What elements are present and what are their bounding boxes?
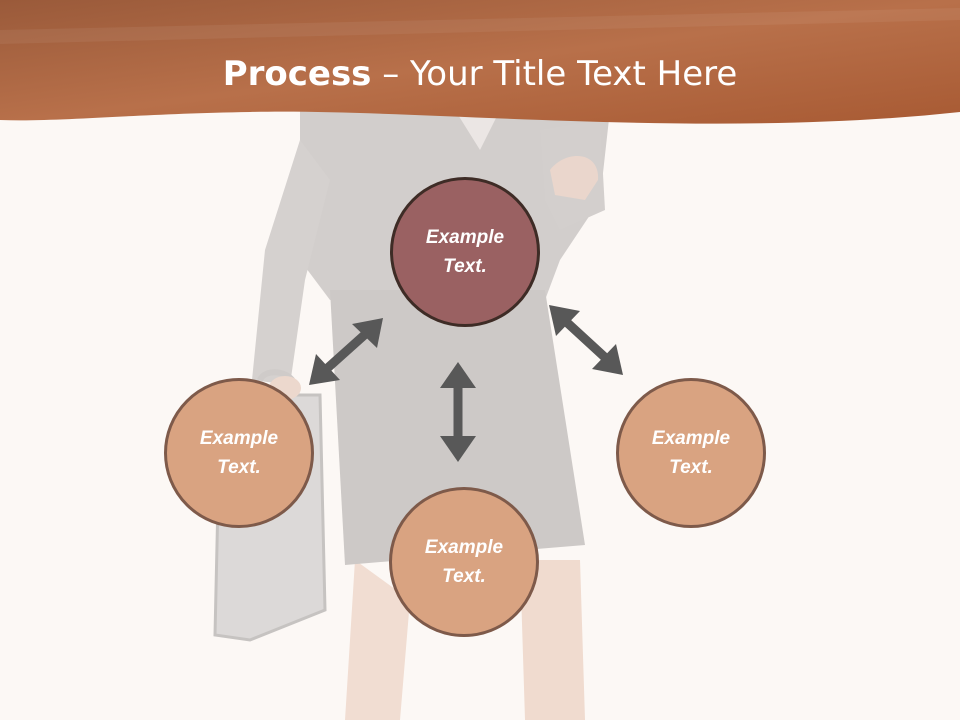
- process-node-bottom[interactable]: Example Text.: [389, 487, 539, 637]
- arrow-top-right-head-lower: [592, 344, 623, 375]
- arrow-vertical-head-lower: [440, 436, 476, 462]
- process-node-top[interactable]: Example Text.: [390, 177, 540, 327]
- slide-title: Process – Your Title Text Here: [0, 52, 960, 96]
- title-regular-part: – Your Title Text Here: [371, 54, 738, 94]
- arrow-top-right-head-upper: [549, 305, 580, 336]
- arrow-top-right-shaft: [557, 313, 614, 366]
- node-label: Example Text.: [424, 537, 504, 587]
- process-node-left[interactable]: Example Text.: [164, 378, 314, 528]
- node-label: Example Text.: [199, 428, 279, 478]
- node-label: Example Text.: [651, 428, 731, 478]
- arrow-vertical-head-upper: [440, 362, 476, 388]
- process-node-right[interactable]: Example Text.: [616, 378, 766, 528]
- arrow-top-left-head-upper: [352, 318, 383, 348]
- title-banner: [0, 0, 960, 124]
- title-bold-part: Process: [222, 54, 372, 94]
- arrow-top-left-shaft: [318, 326, 374, 377]
- node-label: Example Text.: [425, 227, 505, 277]
- arrow-top-left-head-lower: [309, 354, 340, 385]
